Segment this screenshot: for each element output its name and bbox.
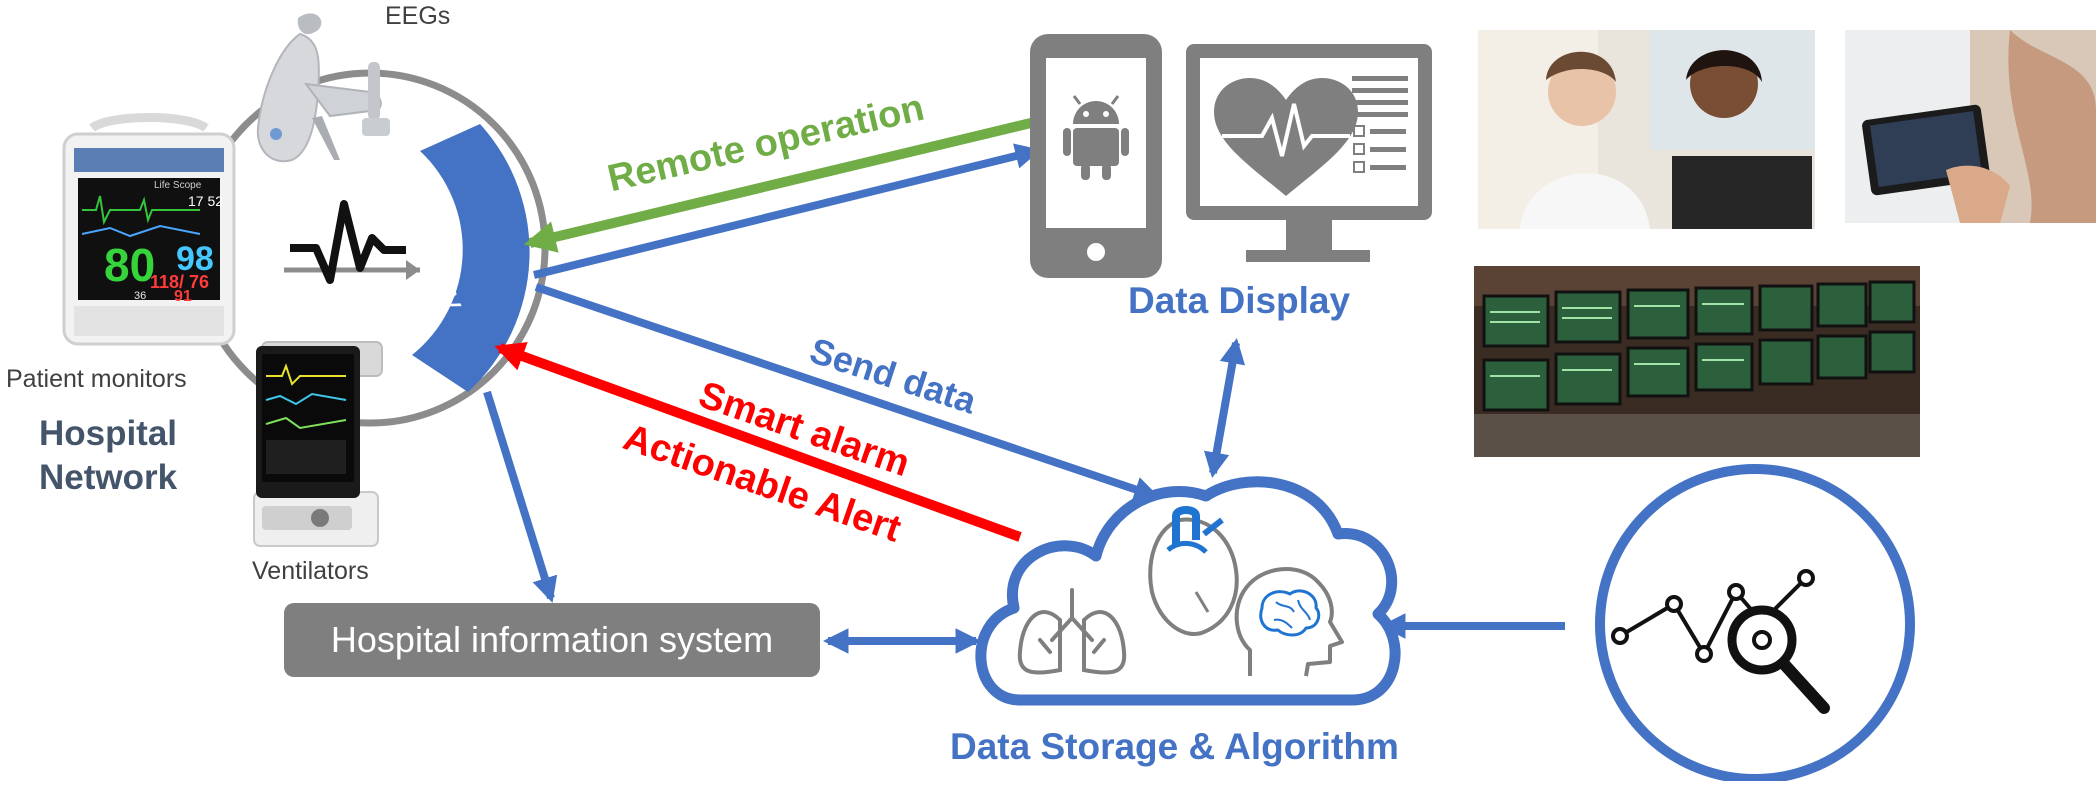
waveform-icon xyxy=(284,200,420,284)
data-storage-algorithm-label: Data Storage & Algorithm xyxy=(950,726,1399,767)
smartphone-android-icon xyxy=(1030,34,1162,278)
data-display-label: Data Display xyxy=(1128,280,1351,321)
brain-head-icon xyxy=(1234,567,1344,677)
send-data-arrow xyxy=(534,283,1160,502)
monitor-resp: 36 xyxy=(134,290,147,302)
cloud-display-arrow xyxy=(1203,337,1246,479)
analytics-magnifier-icon xyxy=(1595,464,1915,784)
gateway-to-display-arrow xyxy=(533,143,1041,279)
ventilators-label: Ventilators xyxy=(252,557,369,585)
heart-icon xyxy=(1148,506,1239,636)
patient-monitors-label: Patient monitors xyxy=(6,365,187,393)
monitor-map: 91 xyxy=(174,288,192,305)
monitor-nibp: 118/ 76 xyxy=(150,272,210,292)
hospital-information-system-box: Hospital information system xyxy=(284,603,820,677)
photo-clinicians-desk xyxy=(1478,30,1815,229)
monitor-brand: Life Scope xyxy=(154,180,202,191)
hospital-network-line-1: Hospital xyxy=(38,414,178,453)
remote-operation-arrow xyxy=(523,117,1037,253)
hospital-network-label: Hospital Network xyxy=(28,412,188,500)
monitor-time: 17 52 xyxy=(188,193,224,209)
hospital-network-line-2: Network xyxy=(38,458,178,497)
cloud-icon xyxy=(975,476,1401,706)
patient-monitor-icon xyxy=(62,113,236,346)
eegs-label: EEGs xyxy=(385,2,451,30)
photo-monitoring-center xyxy=(1474,266,1920,457)
monitor-spo2: 98 xyxy=(176,240,214,278)
gateway-arc xyxy=(412,124,530,392)
monitor-heart-rate: 80 xyxy=(104,239,156,291)
ventilator-icon xyxy=(253,341,383,547)
monitor-heart-icon xyxy=(1186,44,1432,262)
smart-alarm-arrow xyxy=(494,342,1022,542)
lungs-icon xyxy=(1017,588,1127,675)
gateway-to-his-arrow xyxy=(483,390,558,603)
photo-tablet-user xyxy=(1845,30,2096,223)
eeg-device-icon xyxy=(256,13,390,163)
